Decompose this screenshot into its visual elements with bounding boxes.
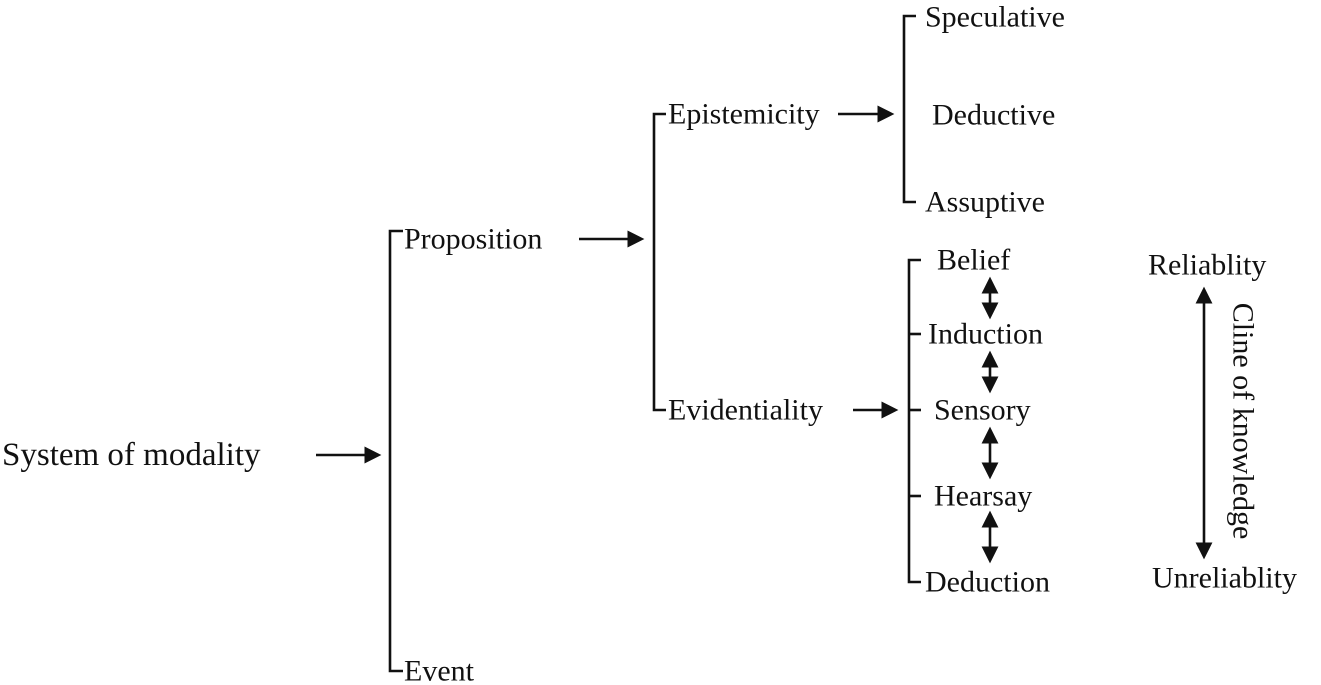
- scale-unreliability-label: Unreliablity: [1152, 561, 1297, 595]
- node-event: Event: [404, 654, 474, 685]
- bracket-epistemicity-evidentiality: [652, 112, 666, 412]
- bracket-evidentiality-children: [907, 258, 921, 584]
- node-evidentiality: Evidentiality: [668, 393, 823, 427]
- bracket-epistemicity-children: [902, 14, 916, 204]
- scale-axis-label: Cline of knowledge: [1226, 302, 1260, 540]
- node-sensory: Sensory: [934, 393, 1031, 427]
- root-label: System of modality: [2, 436, 261, 473]
- node-hearsay: Hearsay: [934, 479, 1033, 513]
- scale-reliability-label: Reliablity: [1148, 248, 1267, 282]
- node-speculative: Speculative: [925, 0, 1065, 34]
- bracket-proposition-event: [388, 229, 403, 673]
- node-proposition: Proposition: [404, 222, 543, 256]
- node-induction: Induction: [928, 317, 1043, 351]
- node-deduction: Deduction: [925, 565, 1050, 599]
- node-assuptive: Assuptive: [925, 185, 1045, 219]
- node-belief: Belief: [937, 243, 1011, 277]
- node-epistemicity: Epistemicity: [668, 97, 820, 131]
- node-deductive: Deductive: [932, 98, 1056, 132]
